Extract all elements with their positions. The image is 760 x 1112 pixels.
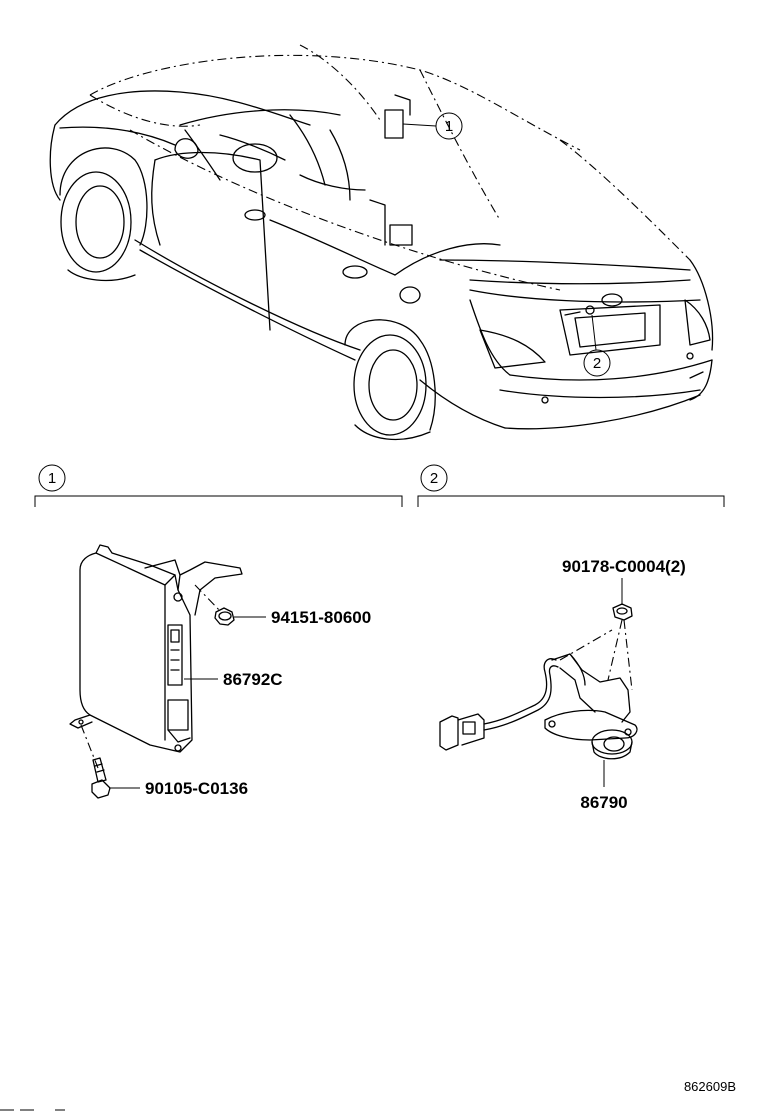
section-2-number: 2 [430,470,438,487]
figure-code: 862609B [684,1079,736,1094]
module-part-number: 86792C [223,670,283,689]
section-2-header: 2 [417,464,725,507]
control-module-illustration [69,544,243,753]
car-callout-1-number: 1 [445,118,453,135]
section-1-header: 1 [34,464,403,507]
nut-part-number: 94151-80600 [271,608,371,627]
car-callout-1: 1 [402,112,463,140]
car-callout-2-number: 2 [593,355,601,372]
nut-94151-80600: 94151-80600 [194,584,371,627]
bolt-90105-C0136: 90105-C0136 [80,724,248,799]
screw-part-number: 90178-C0004(2) [562,557,686,576]
module-86792C: 86792C [184,670,283,689]
camera-part-number: 86790 [580,793,627,812]
section-1-number: 1 [48,470,56,487]
bolt-part-number: 90105-C0136 [145,779,248,798]
car-illustration [49,44,714,441]
screw-90178-C0004: 90178-C0004(2) [559,557,686,691]
camera-86790: 86790 [439,653,638,812]
car-callout-2: 2 [583,314,611,377]
